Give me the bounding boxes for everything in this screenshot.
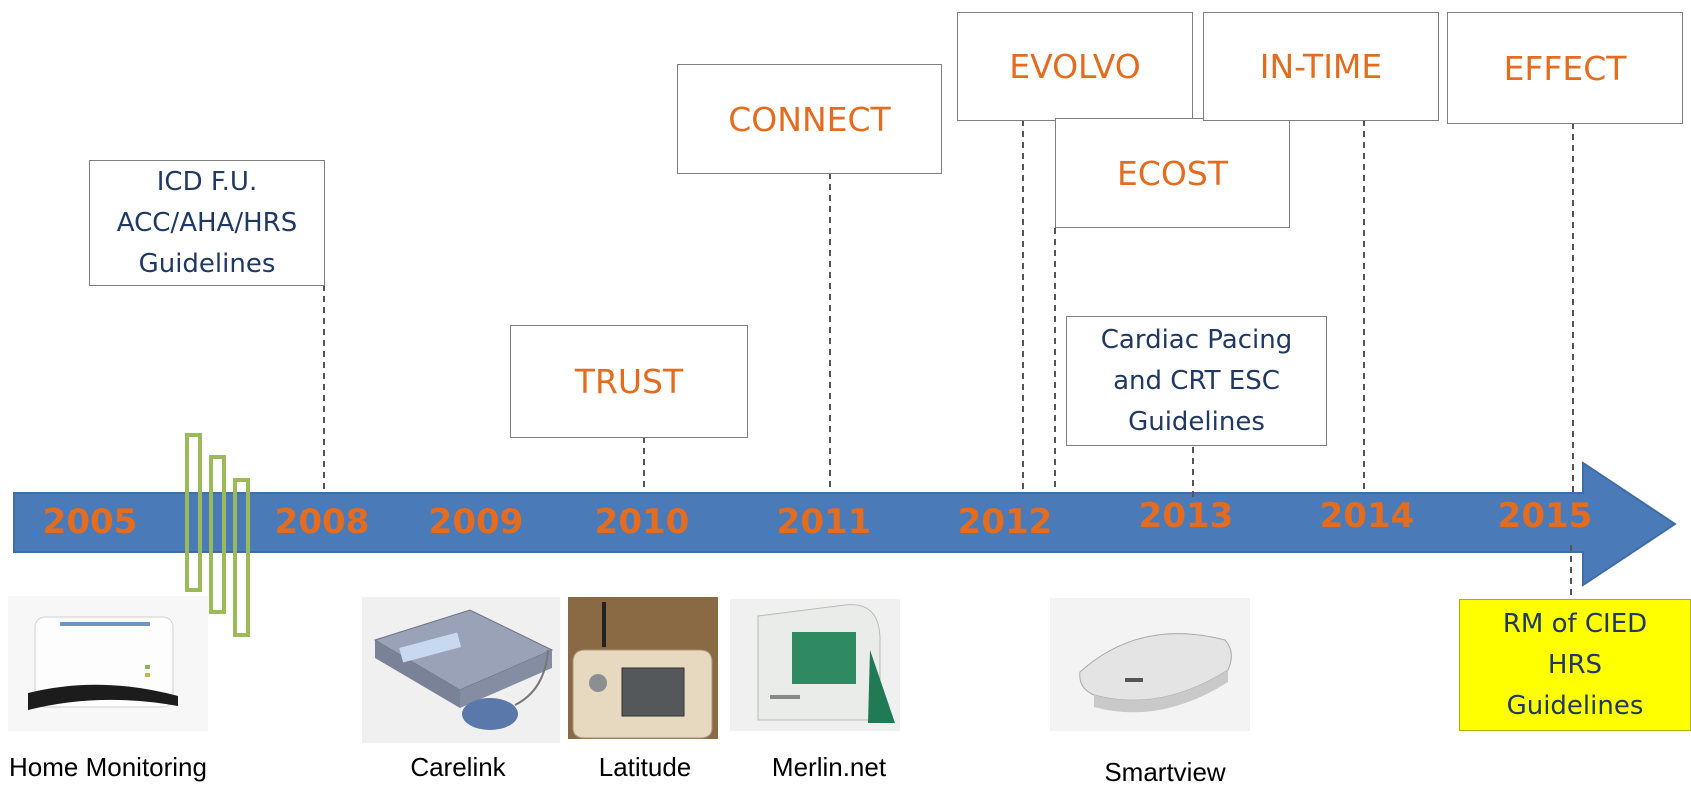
device-label-smartview: Smartview — [1104, 757, 1226, 787]
trial-box-effect: EFFECT — [1447, 12, 1683, 124]
axis-break-marker — [185, 433, 250, 637]
year-2012: 2012 — [957, 502, 1053, 542]
connector-lines — [323, 120, 1574, 600]
year-2011: 2011 — [776, 502, 872, 542]
home-monitoring-image — [8, 596, 208, 731]
smartview-image — [1050, 598, 1250, 731]
guideline-box-hrs: RM of CIED HRS Guidelines — [1459, 599, 1691, 731]
merlin-image — [730, 599, 900, 731]
year-2014: 2014 — [1319, 496, 1415, 536]
carelink-image — [362, 597, 560, 743]
trial-box-trust: TRUST — [510, 325, 748, 438]
year-2008: 2008 — [274, 502, 370, 542]
year-2005: 2005 — [42, 502, 138, 542]
year-2009: 2009 — [428, 502, 524, 542]
timeline-arrow — [13, 461, 1677, 587]
trial-box-ecost: ECOST — [1055, 118, 1290, 228]
device-label-latitude: Latitude — [598, 752, 692, 782]
device-label-merlin: Merlin.net — [771, 752, 887, 782]
year-2010: 2010 — [594, 502, 690, 542]
device-label-carelink: Carelink — [410, 752, 506, 782]
trial-box-in-time: IN-TIME — [1203, 12, 1439, 121]
year-2015: 2015 — [1497, 496, 1593, 536]
latitude-image — [568, 597, 718, 739]
trial-box-connect: CONNECT — [677, 64, 942, 174]
year-2013: 2013 — [1138, 496, 1234, 536]
trial-box-evolvo: EVOLVO — [957, 12, 1193, 121]
device-label-home-monitoring: Home Monitoring — [9, 752, 207, 782]
guideline-box-esc: Cardiac Pacing and CRT ESC Guidelines — [1066, 316, 1327, 446]
guideline-box-icd: ICD F.U. ACC/AHA/HRS Guidelines — [89, 160, 325, 286]
